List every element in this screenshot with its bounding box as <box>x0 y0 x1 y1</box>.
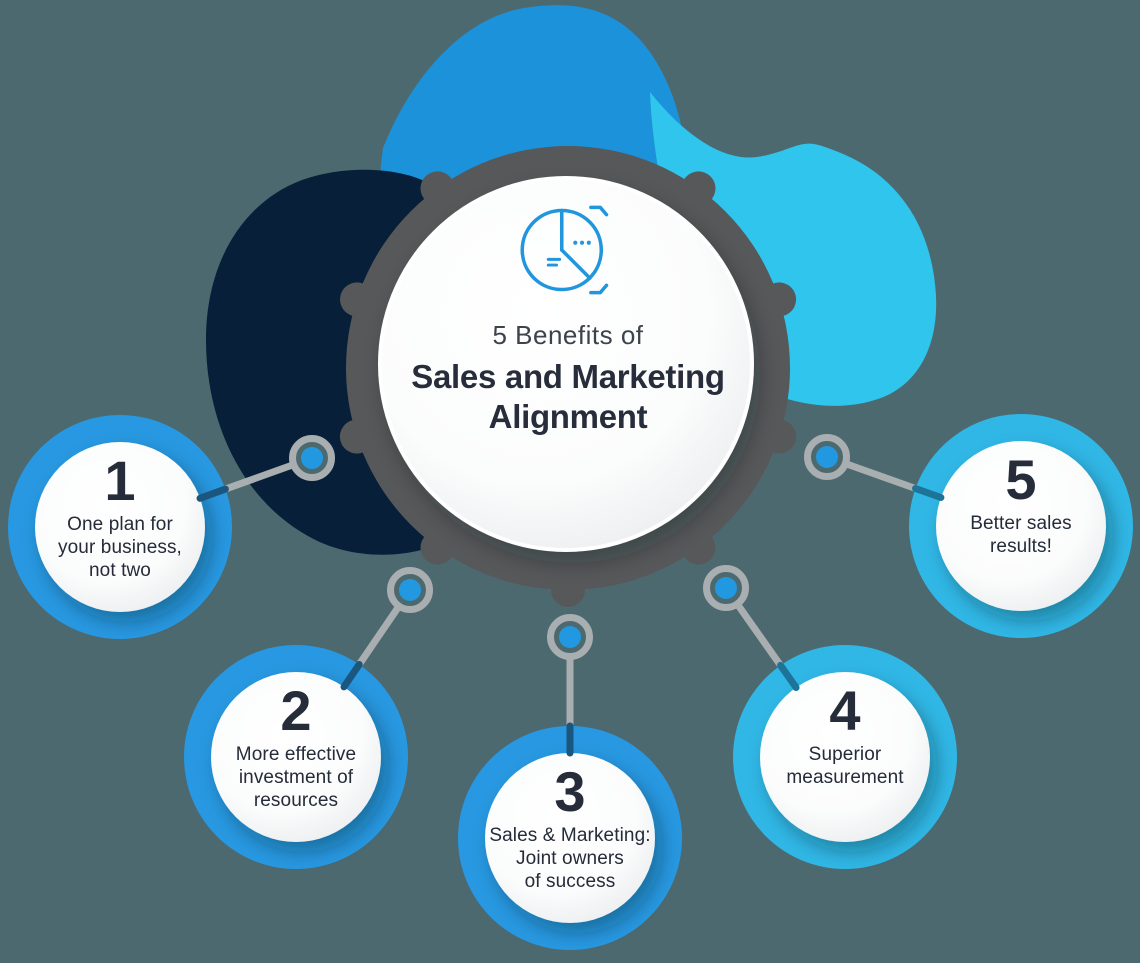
benefit-4-label: Superior measurement <box>786 744 904 789</box>
connector-node-1 <box>289 435 335 481</box>
center-title: Sales and Marketing Alignment <box>411 358 725 435</box>
pie-chart-icon <box>520 205 609 295</box>
benefit-circle-2 <box>184 645 408 869</box>
benefit-circle-4 <box>733 645 957 869</box>
benefit-5: 5 Better sales results! <box>926 451 1116 558</box>
benefit-2-label: More effective investment of resources <box>235 744 357 812</box>
center-subtitle: 5 Benefits of <box>492 320 644 350</box>
connector-node-3 <box>547 614 593 660</box>
benefit-1-label: One plan for your business, not two <box>58 514 182 582</box>
benefit-2: 2 More effective investment of resources <box>201 682 391 813</box>
benefit-3: 3 Sales & Marketing: Joint owners of suc… <box>475 763 665 894</box>
benefit-circle-1 <box>8 415 232 639</box>
benefit-circle-3 <box>458 726 682 950</box>
center-circle <box>339 146 797 607</box>
benefit-4: 4 Superior measurement <box>750 682 940 789</box>
benefit-1: 1 One plan for your business, not two <box>25 452 215 583</box>
benefit-1-number: 1 <box>104 449 136 512</box>
benefit-4-number: 4 <box>829 679 861 742</box>
connector-node-4 <box>703 565 749 611</box>
center-title-block: 5 Benefits of Sales and Marketing Alignm… <box>378 320 758 436</box>
benefit-2-number: 2 <box>280 679 312 742</box>
connector-node-2 <box>387 567 433 613</box>
benefit-3-label: Sales & Marketing: Joint owners of succe… <box>489 825 651 893</box>
benefit-5-number: 5 <box>1005 448 1037 511</box>
connector-node-5 <box>804 434 850 480</box>
benefit-3-number: 3 <box>554 760 586 823</box>
benefit-circle-5 <box>909 414 1133 638</box>
benefit-5-label: Better sales results! <box>970 513 1072 558</box>
